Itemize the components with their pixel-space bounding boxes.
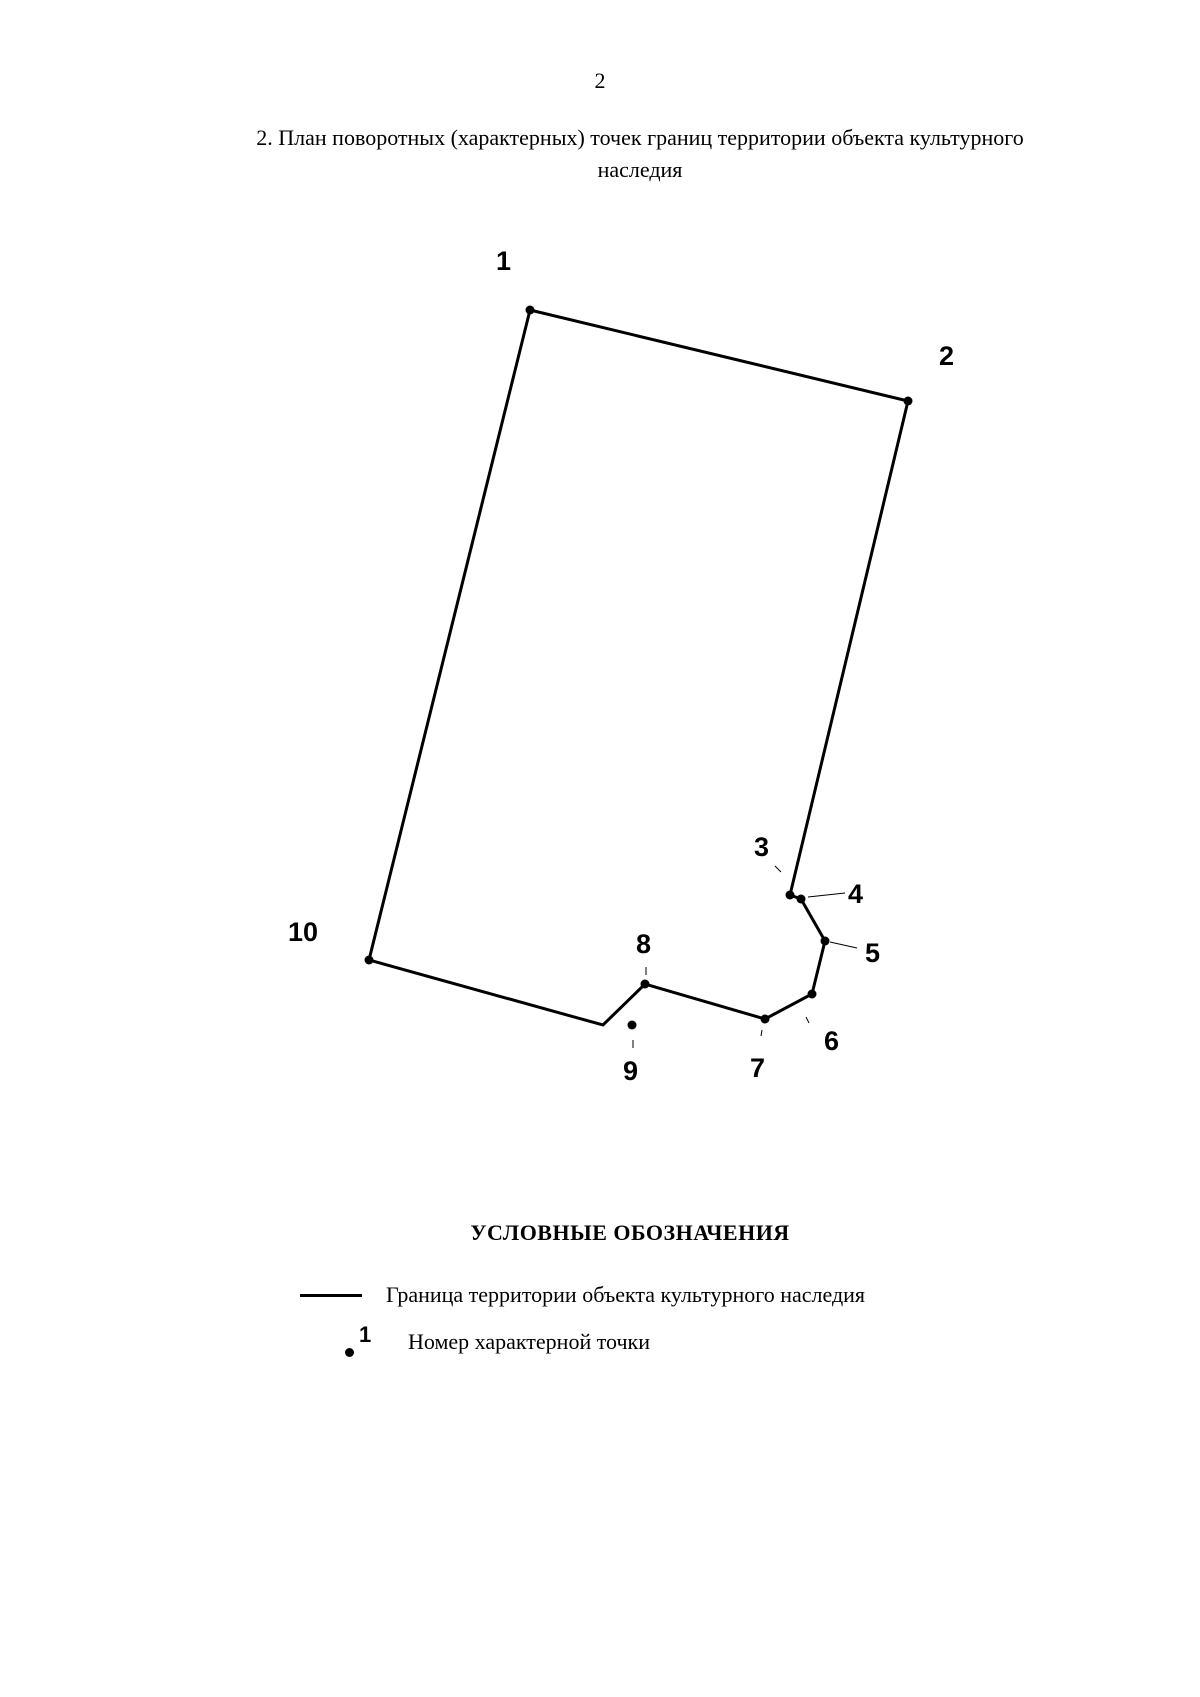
legend-item-boundary-text: Граница территории объекта культурного н… bbox=[386, 1282, 866, 1307]
legend-item-point: 1 Номер характерной точки bbox=[300, 1322, 650, 1362]
point-label-7: 7 bbox=[750, 1053, 765, 1083]
page-number: 2 bbox=[594, 68, 606, 93]
territory-boundary bbox=[367, 308, 910, 1027]
point-2 bbox=[903, 396, 913, 406]
point-label-6: 6 bbox=[824, 1026, 839, 1056]
leader-lines bbox=[632, 865, 858, 1048]
point-7 bbox=[760, 1014, 770, 1024]
boundary-line-symbol bbox=[300, 1293, 362, 1297]
point-dot-symbol bbox=[345, 1348, 354, 1357]
leader-line-6 bbox=[805, 1016, 810, 1024]
plan-heading-line-1: 2. План поворотных (характерных) точек г… bbox=[256, 125, 1024, 150]
leader-line-5 bbox=[829, 941, 858, 949]
point-label-5: 5 bbox=[865, 938, 880, 968]
leader-line-3 bbox=[774, 865, 782, 873]
plan-heading: 2. План поворотных (характерных) точек г… bbox=[200, 122, 1080, 186]
point-8 bbox=[640, 979, 650, 989]
point-5 bbox=[820, 936, 830, 946]
point-9 bbox=[627, 1020, 637, 1030]
point-label-1: 1 bbox=[496, 246, 511, 276]
point-label-9: 9 bbox=[623, 1056, 638, 1086]
legend-item-point-text: Номер характерной точки bbox=[408, 1329, 650, 1354]
leader-line-4 bbox=[807, 892, 846, 898]
point-number-symbol: 1 bbox=[359, 1322, 372, 1347]
point-label-3: 3 bbox=[754, 832, 769, 862]
legend-title: УСЛОВНЫЕ ОБОЗНАЧЕНИЯ bbox=[470, 1220, 790, 1245]
point-symbol: 1 bbox=[300, 1322, 371, 1362]
point-1 bbox=[525, 305, 535, 315]
point-label-10: 10 bbox=[288, 917, 318, 947]
boundary-points bbox=[364, 305, 913, 1030]
leader-line-7 bbox=[760, 1029, 763, 1037]
point-10 bbox=[364, 955, 374, 965]
point-3 bbox=[785, 890, 795, 900]
legend-item-boundary: Граница территории объекта культурного н… bbox=[300, 1275, 865, 1315]
point-label-8: 8 bbox=[636, 929, 651, 959]
boundary-plan: 1 2 3 4 5 6 7 8 9 10 bbox=[288, 246, 954, 1086]
point-label-4: 4 bbox=[848, 879, 863, 909]
point-6 bbox=[807, 989, 817, 999]
point-4 bbox=[796, 894, 806, 904]
point-label-2: 2 bbox=[939, 341, 954, 371]
plan-heading-line-2: наследия bbox=[597, 157, 683, 182]
